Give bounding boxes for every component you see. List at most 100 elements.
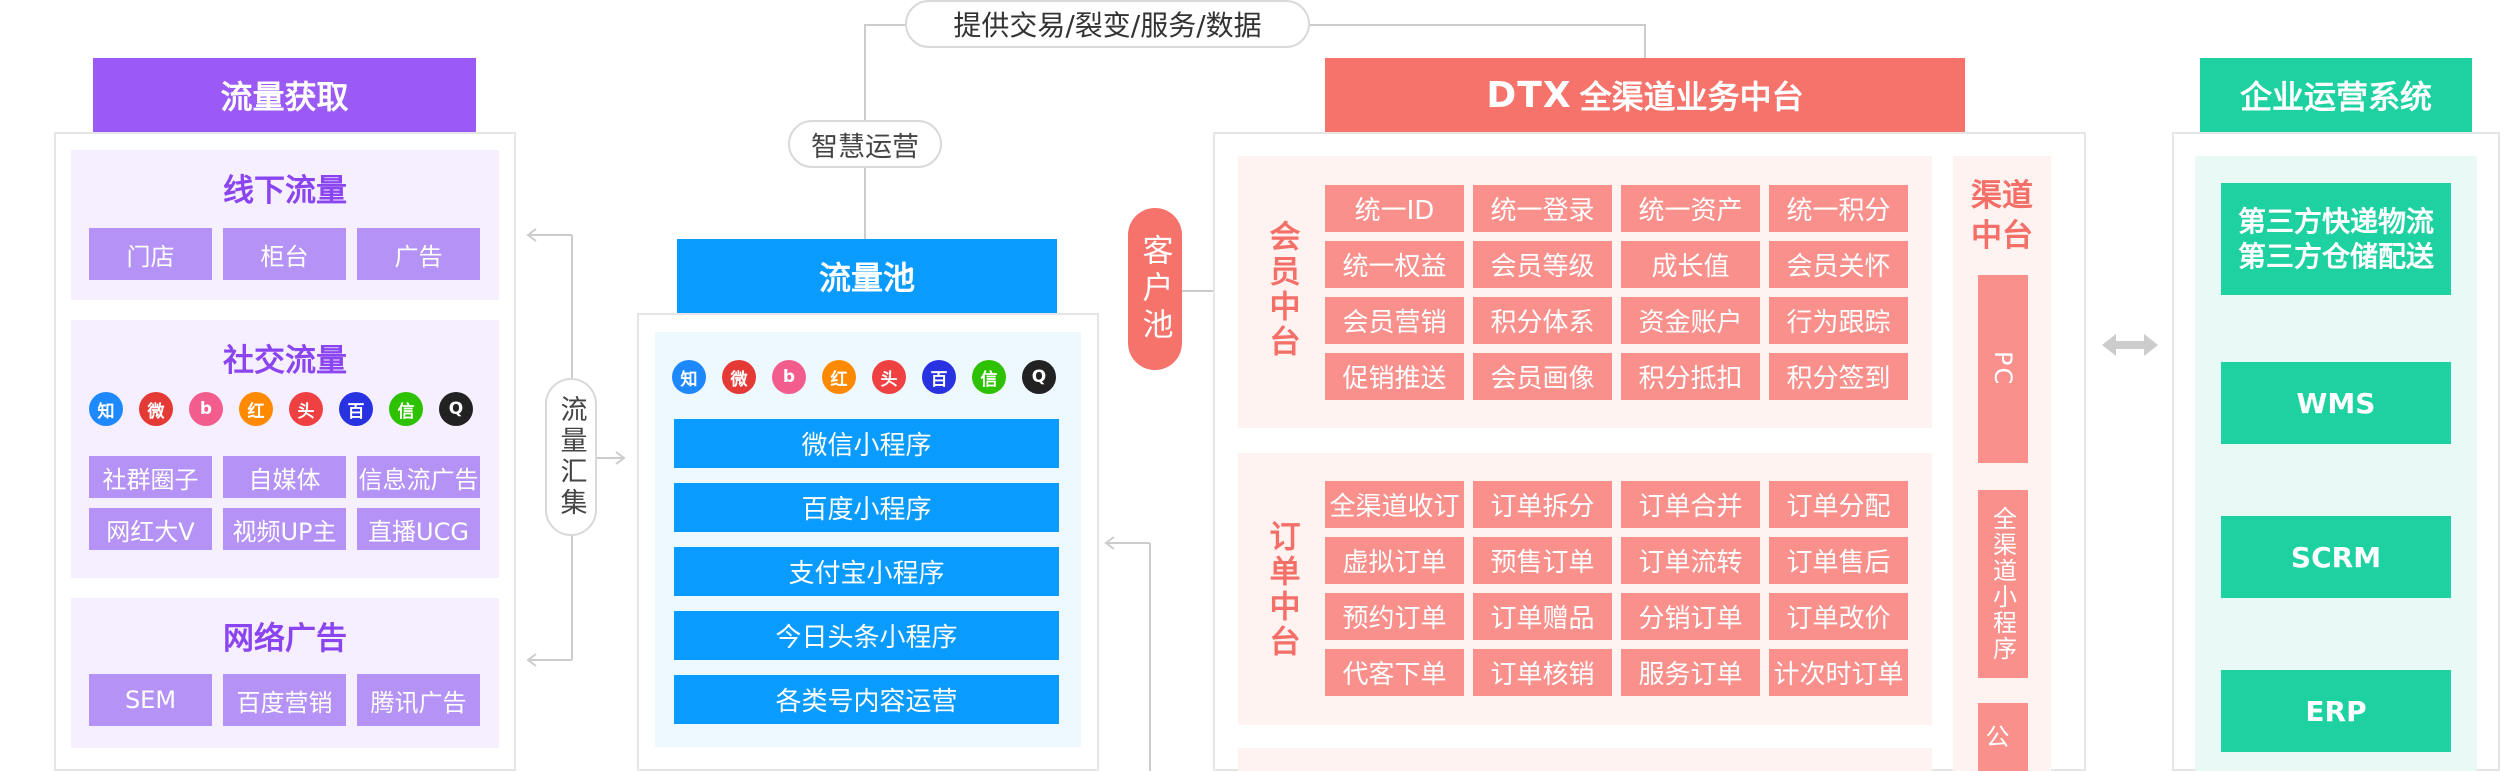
third-platform-section bbox=[1238, 748, 1932, 771]
platform-tile: 积分抵扣 bbox=[1621, 353, 1760, 400]
offline-traffic-title: 线下流量 bbox=[223, 172, 347, 209]
pool-item: 今日头条小程序 bbox=[674, 611, 1059, 660]
weibo-icon: 微 bbox=[139, 392, 173, 426]
offline-item: 门店 bbox=[89, 228, 212, 280]
xiaohongshu-icon: 红 bbox=[239, 392, 273, 426]
double-arrow-icon bbox=[2102, 334, 2158, 356]
social-item: 直播UCG bbox=[357, 508, 480, 550]
order-tile-grid: 全渠道收订订单拆分订单合并订单分配虚拟订单预售订单订单流转订单售后预约订单订单赠… bbox=[1325, 481, 1909, 699]
platform-tile: 订单分配 bbox=[1769, 481, 1908, 528]
baidu-icon: 百 bbox=[922, 360, 956, 394]
channel-item-pc: PC bbox=[1978, 275, 2028, 463]
baidu-icon: 百 bbox=[339, 392, 373, 426]
logistics-tile: 第三方快递物流 第三方仓储配送 bbox=[2221, 183, 2451, 295]
channel-platform-text: 渠道中台 bbox=[1971, 177, 2033, 254]
social-traffic-title: 社交流量 bbox=[223, 342, 347, 379]
connector-top-right-down bbox=[1644, 24, 1646, 60]
platform-tile: 资金账户 bbox=[1621, 297, 1760, 344]
pool-item: 微信小程序 bbox=[674, 419, 1059, 468]
xiaohongshu-icon: 红 bbox=[822, 360, 856, 394]
platform-tile: 统一权益 bbox=[1325, 241, 1464, 288]
traffic-aggregation-label: 流量汇集 bbox=[545, 378, 597, 536]
social-item: 视频UP主 bbox=[223, 508, 346, 550]
online-ads-section: 网络广告 SEM 百度营销 腾讯广告 bbox=[71, 598, 499, 748]
platform-tile: 积分签到 bbox=[1769, 353, 1908, 400]
order-platform-label: 订单中台 bbox=[1263, 520, 1300, 660]
qq-icon: Q bbox=[439, 392, 473, 426]
customer-pool-text: 客户池 bbox=[1136, 233, 1173, 345]
platform-tile: 统一ID bbox=[1325, 185, 1464, 232]
weibo-icon: 微 bbox=[722, 360, 756, 394]
platform-tile: 订单合并 bbox=[1621, 481, 1760, 528]
social-item: 社群圈子 bbox=[89, 456, 212, 498]
social-item: 信息流广告 bbox=[357, 456, 480, 498]
smart-ops-label: 智慧运营 bbox=[788, 120, 942, 168]
platform-tile: 会员营销 bbox=[1325, 297, 1464, 344]
platform-tile: 代客下单 bbox=[1325, 649, 1464, 696]
channel-platform-label: 渠道中台 bbox=[1953, 170, 2051, 262]
services-badge: 提供交易/裂变/服务/数据 bbox=[905, 0, 1310, 48]
traffic-pool-header: 流量池 bbox=[677, 239, 1057, 313]
wechat-icon: 信 bbox=[389, 392, 423, 426]
platform-tile: 统一登录 bbox=[1473, 185, 1612, 232]
member-platform-label: 会员中台 bbox=[1263, 220, 1300, 360]
bilibili-icon: b bbox=[772, 360, 806, 394]
platform-tile: 订单核销 bbox=[1473, 649, 1612, 696]
platform-tile: 预售订单 bbox=[1473, 537, 1612, 584]
platform-tile: 行为跟踪 bbox=[1769, 297, 1908, 344]
omnichannel-platform-header: DTX 全渠道业务中台 bbox=[1325, 58, 1965, 132]
customer-pool-connector bbox=[1178, 290, 1214, 292]
logistics-text: 第三方快递物流 第三方仓储配送 bbox=[2237, 205, 2434, 273]
wechat-icon: 信 bbox=[972, 360, 1006, 394]
platform-tile: 虚拟订单 bbox=[1325, 537, 1464, 584]
online-ads-title: 网络广告 bbox=[223, 620, 347, 657]
enterprise-ops-header: 企业运营系统 bbox=[2200, 58, 2472, 132]
connector-top-left-down bbox=[864, 24, 866, 121]
toutiao-icon: 头 bbox=[289, 392, 323, 426]
platform-tile: 会员画像 bbox=[1473, 353, 1612, 400]
wms-tile: WMS bbox=[2221, 362, 2451, 444]
ads-item: SEM bbox=[89, 674, 212, 726]
platform-tile: 计次时订单 bbox=[1769, 649, 1908, 696]
zhihu-icon: 知 bbox=[672, 360, 706, 394]
traffic-acquisition-header: 流量获取 bbox=[93, 58, 476, 132]
platform-tile: 订单改价 bbox=[1769, 593, 1908, 640]
platform-tile: 分销订单 bbox=[1621, 593, 1760, 640]
qq-icon: Q bbox=[1022, 360, 1056, 394]
platform-tile: 积分体系 bbox=[1473, 297, 1612, 344]
omnichannel-platform-title: 全渠道业务中台 bbox=[1579, 78, 1804, 116]
pool-item: 各类号内容运营 bbox=[674, 675, 1059, 724]
channel-item-miniprogram: 全渠道小程序 bbox=[1978, 490, 2028, 678]
bilibili-icon: b bbox=[189, 392, 223, 426]
platform-tile: 预约订单 bbox=[1325, 593, 1464, 640]
channel-item-other: 公 bbox=[1978, 703, 2028, 771]
social-item: 自媒体 bbox=[223, 456, 346, 498]
connector-top-right bbox=[1310, 24, 1646, 26]
platform-tile: 会员等级 bbox=[1473, 241, 1612, 288]
connector-top-left bbox=[864, 24, 905, 26]
dtx-logo: DTX bbox=[1486, 74, 1572, 116]
connector-pill-down bbox=[864, 167, 866, 239]
platform-tile: 订单拆分 bbox=[1473, 481, 1612, 528]
ads-item: 百度营销 bbox=[223, 674, 346, 726]
platform-tile: 服务订单 bbox=[1621, 649, 1760, 696]
social-item: 网红大V bbox=[89, 508, 212, 550]
platform-tile: 统一资产 bbox=[1621, 185, 1760, 232]
platform-tile: 会员关怀 bbox=[1769, 241, 1908, 288]
offline-item: 广告 bbox=[357, 228, 480, 280]
erp-tile: ERP bbox=[2221, 670, 2451, 752]
toutiao-icon: 头 bbox=[872, 360, 906, 394]
customer-pool-label: 客户池 bbox=[1128, 208, 1182, 370]
platform-tile: 订单售后 bbox=[1769, 537, 1908, 584]
platform-tile: 全渠道收订 bbox=[1325, 481, 1464, 528]
return-arrow bbox=[1104, 536, 1151, 771]
pool-item: 支付宝小程序 bbox=[674, 547, 1059, 596]
scrm-tile: SCRM bbox=[2221, 516, 2451, 598]
offline-item: 柜台 bbox=[223, 228, 346, 280]
platform-tile: 订单流转 bbox=[1621, 537, 1760, 584]
offline-traffic-section: 线下流量 门店 柜台 广告 bbox=[71, 150, 499, 300]
